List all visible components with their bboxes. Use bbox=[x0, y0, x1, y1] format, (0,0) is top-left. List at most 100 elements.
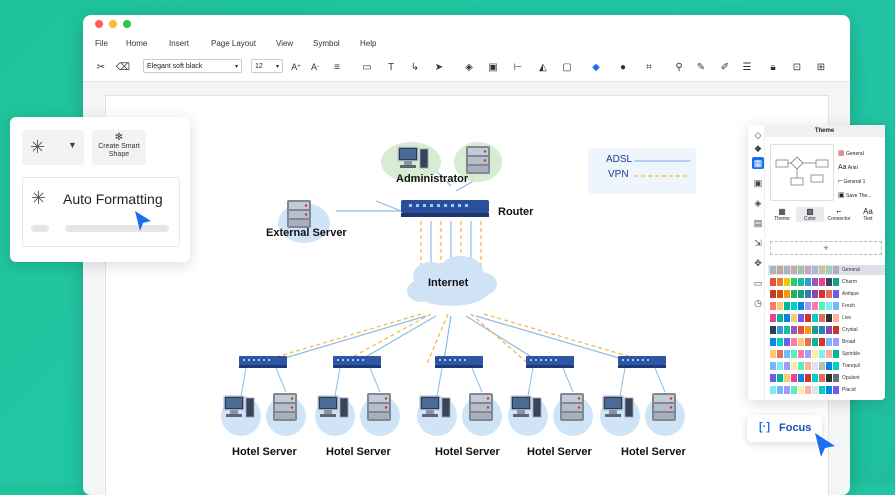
loader-dropdown[interactable]: ✳ ▼ bbox=[22, 130, 84, 165]
hotel-server-label: Hotel Server bbox=[527, 446, 592, 458]
create-smart-shape-button[interactable]: ✻ Create Smart Shape bbox=[92, 130, 146, 165]
theme-row[interactable] bbox=[770, 326, 840, 335]
font-grow-icon[interactable]: A+ bbox=[291, 62, 301, 72]
theme-name: Fresh bbox=[842, 303, 855, 309]
comment-icon[interactable]: ▭ bbox=[753, 277, 763, 288]
connector-icon[interactable]: ↳ bbox=[410, 61, 420, 73]
shadow-icon[interactable]: ● bbox=[619, 61, 627, 73]
font-select[interactable]: Elegant soft black▾ bbox=[143, 59, 242, 73]
page-icon[interactable]: ▤ bbox=[753, 217, 763, 228]
theme-name: Charm bbox=[842, 279, 858, 285]
flowchart-preview-icon bbox=[775, 156, 829, 186]
font-shrink-icon[interactable]: A- bbox=[310, 62, 319, 72]
maximize-dot[interactable] bbox=[123, 20, 131, 28]
theme-row[interactable] bbox=[770, 302, 840, 311]
theme-grid-icon[interactable]: ▦ bbox=[752, 157, 764, 169]
format-painter-icon[interactable]: ⌫ bbox=[115, 61, 131, 73]
search-icon[interactable]: ⚲ bbox=[675, 61, 683, 73]
fit-icon[interactable]: ✥ bbox=[754, 257, 762, 268]
line-color-icon[interactable]: ✐ bbox=[720, 61, 730, 73]
pin-icon[interactable]: ◆ bbox=[754, 142, 762, 153]
menu-bar: File Home Insert Page Layout View Symbol… bbox=[83, 37, 850, 51]
flip-icon[interactable]: ◭ bbox=[539, 61, 547, 73]
theme-header: Theme bbox=[764, 125, 885, 137]
auto-formatting-label: Auto Formatting bbox=[63, 191, 163, 207]
menu-page-layout[interactable]: Page Layout bbox=[211, 39, 256, 48]
rectangle-icon[interactable]: ▭ bbox=[362, 61, 372, 73]
auto-formatting-panel[interactable]: ✳ Auto Formatting bbox=[22, 177, 180, 247]
theme-option[interactable]: ⌐ General 1 bbox=[838, 175, 872, 189]
crop-icon[interactable]: ⌗ bbox=[646, 61, 652, 73]
theme-preview[interactable] bbox=[770, 144, 834, 201]
fill-icon[interactable]: ◆ bbox=[592, 61, 600, 73]
pointer-icon[interactable]: ➤ bbox=[434, 61, 444, 73]
hotel-cluster-3 bbox=[417, 356, 502, 436]
fill-icon[interactable]: ◇ bbox=[754, 129, 762, 140]
theme-row[interactable] bbox=[770, 266, 840, 275]
administrator-label: Administrator bbox=[396, 173, 469, 185]
theme-row[interactable] bbox=[770, 290, 840, 299]
menu-help[interactable]: Help bbox=[360, 39, 377, 48]
theme-row[interactable] bbox=[770, 386, 840, 395]
tab-theme[interactable]: ▦Theme bbox=[768, 207, 796, 222]
lock-icon[interactable]: 🔒︎ bbox=[770, 61, 776, 73]
hotel-cluster-1 bbox=[221, 356, 306, 436]
theme-option-label: Arial bbox=[847, 165, 858, 171]
theme-row[interactable] bbox=[770, 374, 840, 383]
layers-icon[interactable]: ◈ bbox=[754, 197, 762, 208]
legend-box bbox=[588, 148, 696, 194]
frame-icon[interactable]: ▢ bbox=[562, 61, 572, 73]
theme-row[interactable] bbox=[770, 314, 840, 323]
align-icon[interactable]: ≡ bbox=[334, 61, 340, 73]
edit-icon[interactable]: ✎ bbox=[696, 61, 706, 73]
history-icon[interactable]: ◷ bbox=[754, 297, 762, 308]
side-icon-bar: ◇ ◆ ▦ ▣ ◈ ▤ ⇲ ✥ ▭ ◷ bbox=[748, 125, 765, 400]
group-icon[interactable]: ▣ bbox=[488, 61, 498, 73]
text-icon[interactable]: T bbox=[387, 61, 395, 73]
theme-option[interactable]: ▣ Save The... bbox=[838, 189, 872, 203]
font-value: Elegant soft black bbox=[147, 63, 203, 70]
font-icon: Aa bbox=[863, 207, 873, 216]
chevron-down-icon: ▾ bbox=[275, 64, 279, 70]
export-icon[interactable]: ⇲ bbox=[754, 237, 762, 248]
font-size-select[interactable]: 12▾ bbox=[251, 59, 283, 73]
theme-name: Broad bbox=[842, 339, 856, 345]
menu-view[interactable]: View bbox=[276, 39, 294, 48]
cut-icon[interactable]: ✂ bbox=[96, 61, 106, 73]
tab-color[interactable]: ▩Color bbox=[796, 207, 824, 222]
more-icon[interactable]: ⊞ bbox=[816, 61, 826, 73]
grid-icon: ▦ bbox=[778, 207, 786, 216]
theme-option[interactable]: Aa Arial bbox=[838, 161, 872, 175]
create-smart-shape-label: Create Smart Shape bbox=[98, 143, 140, 158]
focus-button[interactable]: [·] Focus bbox=[747, 415, 822, 442]
minimize-dot[interactable] bbox=[109, 20, 117, 28]
theme-name: Antique bbox=[842, 291, 859, 297]
menu-home[interactable]: Home bbox=[126, 39, 148, 48]
add-theme-button[interactable]: + bbox=[770, 241, 882, 255]
theme-row[interactable] bbox=[770, 350, 840, 359]
hotel-server-label: Hotel Server bbox=[232, 446, 297, 458]
line-style-icon[interactable]: ☰ bbox=[742, 61, 752, 73]
screen-icon[interactable]: ⊡ bbox=[792, 61, 802, 73]
close-dot[interactable] bbox=[95, 20, 103, 28]
palette-icon: ▩ bbox=[806, 207, 814, 216]
theme-option[interactable]: ▦ General bbox=[838, 147, 872, 161]
layers-icon[interactable]: ◈ bbox=[465, 61, 473, 73]
menu-symbol[interactable]: Symbol bbox=[313, 39, 340, 48]
theme-panel: ◇ ◆ ▦ ▣ ◈ ▤ ⇲ ✥ ▭ ◷ Theme ▦ General Aa A… bbox=[748, 125, 885, 400]
theme-row[interactable] bbox=[770, 338, 840, 347]
hotel-server-label: Hotel Server bbox=[326, 446, 391, 458]
align-left-icon[interactable]: ⊢ bbox=[513, 61, 523, 73]
theme-row[interactable] bbox=[770, 278, 840, 287]
theme-name: Live bbox=[842, 315, 852, 321]
drawing-page[interactable]: Administrator Router External Server Int… bbox=[105, 95, 829, 495]
tab-label: Connector bbox=[827, 216, 851, 222]
menu-insert[interactable]: Insert bbox=[169, 39, 190, 48]
tab-connector[interactable]: ⌐Connector bbox=[824, 207, 854, 222]
theme-row[interactable] bbox=[770, 362, 840, 371]
theme-name: Opulent bbox=[842, 375, 860, 381]
image-icon[interactable]: ▣ bbox=[753, 177, 763, 188]
menu-file[interactable]: File bbox=[95, 39, 108, 48]
progress-pill-long bbox=[65, 225, 169, 232]
